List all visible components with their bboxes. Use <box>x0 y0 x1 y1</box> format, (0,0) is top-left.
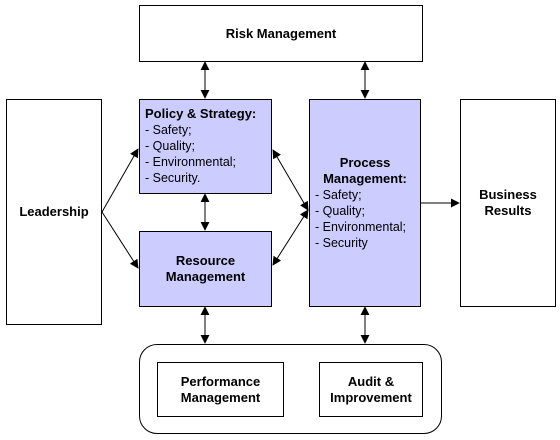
process-management-box: Process Management: Safety; Quality; Env… <box>309 99 421 307</box>
risk-management-label: Risk Management <box>225 25 337 41</box>
process-management-line2: Management: <box>323 171 407 186</box>
performance-management-line2: Management <box>180 389 261 405</box>
audit-improvement-line1: Audit & <box>347 373 395 389</box>
list-item: Quality; <box>145 138 271 154</box>
list-item: Safety; <box>315 187 420 203</box>
arrow-resource-process <box>272 209 309 266</box>
list-item: Safety; <box>145 122 271 138</box>
list-item: Security <box>315 235 420 251</box>
list-item: Security. <box>145 170 271 186</box>
arrow-policy-process <box>272 149 309 211</box>
list-item: Environmental; <box>145 154 271 170</box>
leadership-box: Leadership <box>6 99 102 325</box>
policy-strategy-title: Policy & Strategy: <box>145 106 257 121</box>
business-results-line1: Business <box>479 187 537 202</box>
resource-management-line1: Resource <box>175 253 236 268</box>
resource-management-line2: Management <box>165 269 246 284</box>
policy-strategy-box: Policy & Strategy: Safety; Quality; Envi… <box>139 99 272 194</box>
leadership-label: Leadership <box>19 204 89 219</box>
risk-management-box: Risk Management <box>139 5 423 62</box>
list-item: Quality; <box>315 203 420 219</box>
performance-management-line1: Performance <box>180 373 261 389</box>
resource-management-box: Resource Management <box>139 231 272 307</box>
list-item: Environmental; <box>315 219 420 235</box>
business-results-box: Business Results <box>460 99 556 307</box>
audit-improvement-box: Audit & Improvement <box>319 362 423 417</box>
performance-management-box: Performance Management <box>157 362 284 417</box>
process-management-list: Safety; Quality; Environmental; Security <box>310 187 420 251</box>
audit-improvement-line2: Improvement <box>330 389 412 405</box>
policy-strategy-list: Safety; Quality; Environmental; Security… <box>145 122 271 186</box>
business-results-line2: Results <box>484 203 532 218</box>
arrow-leadership-policy <box>101 148 139 213</box>
process-management-line1: Process <box>339 155 391 170</box>
arrow-leadership-resource <box>101 211 139 269</box>
